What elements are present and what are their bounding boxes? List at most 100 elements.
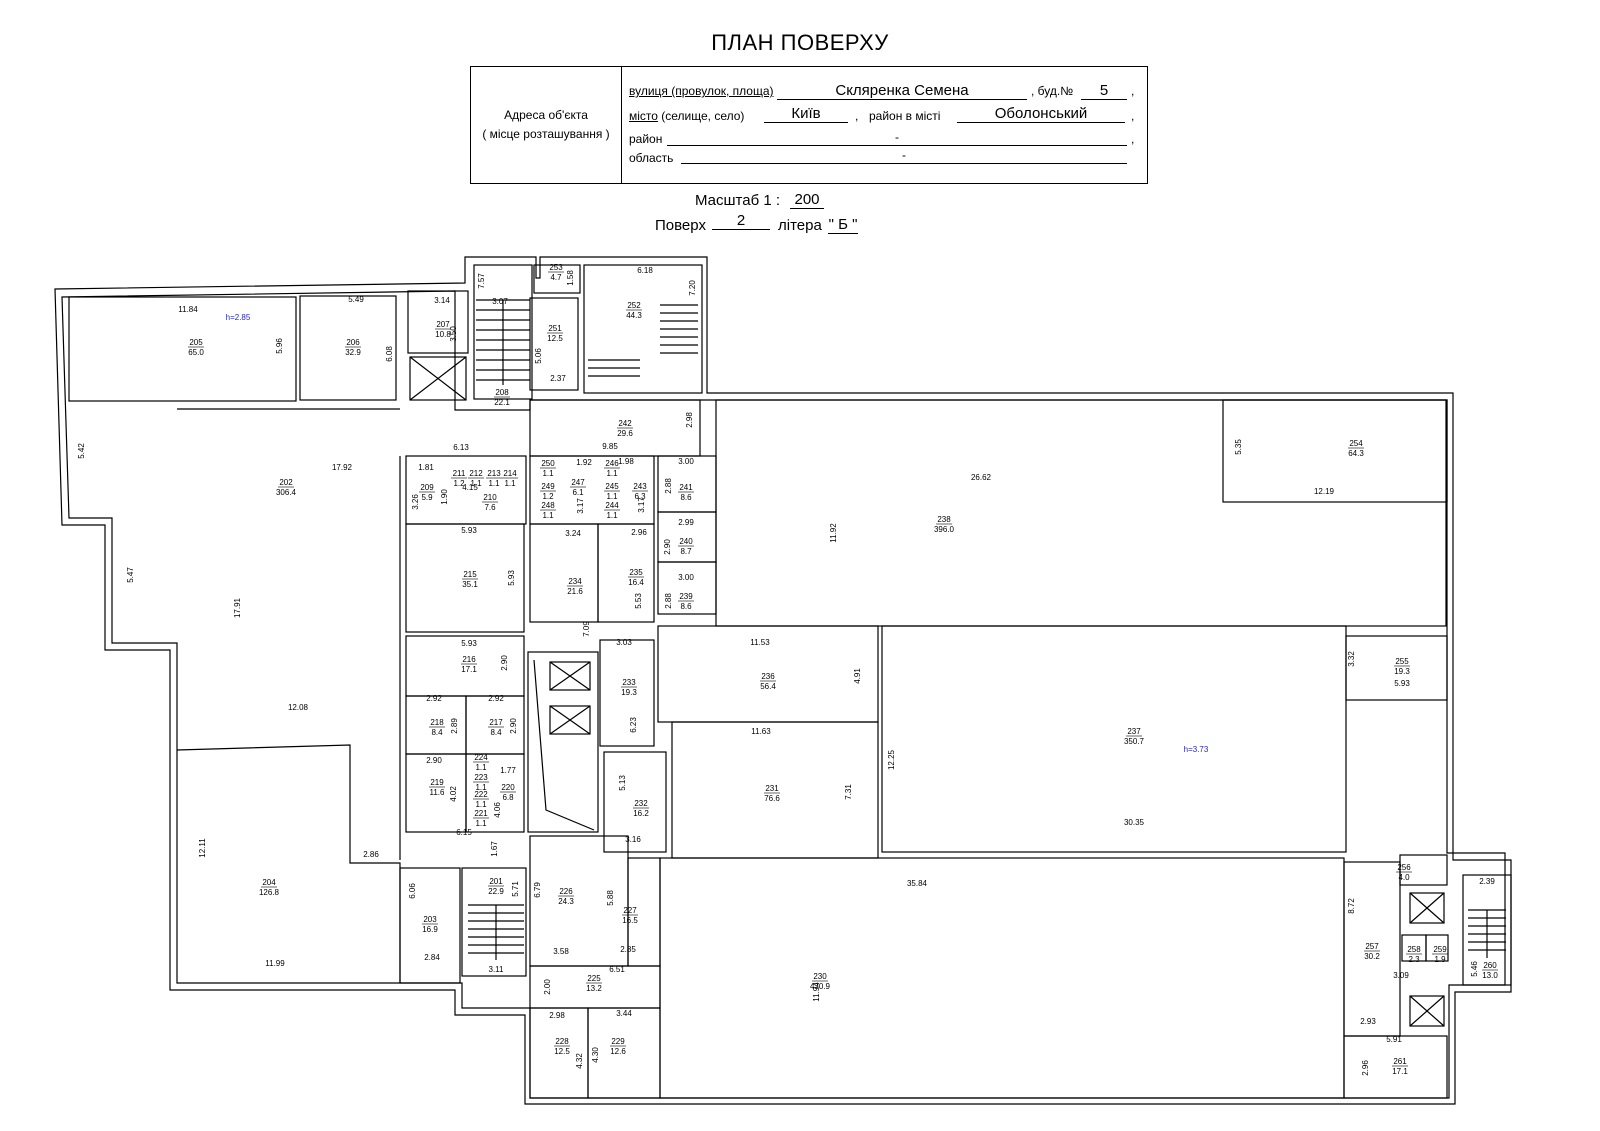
city-district-label: район в місті xyxy=(869,109,941,123)
dimension-label: 5.93 xyxy=(461,639,477,648)
dimension-label: 1.77 xyxy=(500,766,516,775)
room-area-250: 1.1 xyxy=(542,469,554,478)
dimension-label: 6.23 xyxy=(629,717,638,733)
room-235 xyxy=(597,523,655,623)
room-area-205: 65.0 xyxy=(188,348,204,357)
address-label-line-1: Адреса об'єкта xyxy=(504,108,588,122)
ceiling-height-label: h=3.73 xyxy=(1184,745,1209,754)
dimension-label: 3.26 xyxy=(411,494,420,510)
room-area-215: 35.1 xyxy=(462,580,478,589)
dimension-label: 6.15 xyxy=(456,828,472,837)
room-number-235: 235 xyxy=(629,568,643,577)
room-number-234: 234 xyxy=(568,577,582,586)
room-area-209: 5.9 xyxy=(421,493,433,502)
dimension-label: 6.18 xyxy=(637,266,653,275)
dimension-label: 6.13 xyxy=(453,443,469,452)
room-area-256: 4.0 xyxy=(1398,873,1410,882)
dimension-label: 2.98 xyxy=(549,1011,565,1020)
room-area-207: 10.8 xyxy=(435,330,451,339)
dimension-label: 5.71 xyxy=(511,881,520,897)
dimension-label: 11.99 xyxy=(265,959,285,968)
room-254 xyxy=(1222,399,1448,503)
room-area-226: 24.3 xyxy=(558,897,574,906)
room-area-202: 306.4 xyxy=(276,488,297,497)
room-number-241: 241 xyxy=(679,483,693,492)
room-area-230: 430.9 xyxy=(810,982,831,991)
dimension-label: 3.17 xyxy=(576,498,585,514)
dimension-label: 12.08 xyxy=(288,703,309,712)
dimension-label: 2.99 xyxy=(678,518,694,527)
room-area-204: 126.8 xyxy=(259,888,280,897)
street-value: Скляренка Семена xyxy=(777,83,1027,100)
dimension-label: 2.85 xyxy=(620,945,636,954)
dimension-label: 17.92 xyxy=(332,463,353,472)
stairs-top xyxy=(476,299,530,385)
walls xyxy=(54,256,1512,1105)
room-area-221: 1.1 xyxy=(475,819,487,828)
dimension-label: 11.63 xyxy=(751,727,771,736)
room-number-214: 214 xyxy=(503,469,517,478)
room-area-222: 1.1 xyxy=(475,800,487,809)
room-area-247: 6.1 xyxy=(572,488,584,497)
room-number-215: 215 xyxy=(463,570,477,579)
dimension-label: 5.47 xyxy=(126,567,135,583)
dimension-label: 3.11 xyxy=(489,965,505,974)
room-area-233: 19.3 xyxy=(621,688,637,697)
elevator-2 xyxy=(549,661,591,691)
dimension-label: 5.96 xyxy=(275,338,284,354)
room-number-245: 245 xyxy=(605,482,619,491)
dimension-label: 2.00 xyxy=(543,979,552,995)
dimension-label: 1.92 xyxy=(576,458,592,467)
dimension-label: 2.92 xyxy=(426,694,442,703)
letter-label: літера xyxy=(778,217,822,234)
address-label-line-2: ( місце розташування ) xyxy=(482,127,610,141)
room-area-254: 64.3 xyxy=(1348,449,1364,458)
elevator-1 xyxy=(409,356,467,401)
dimension-label: 5.93 xyxy=(1394,679,1410,688)
dimension-label: 3.32 xyxy=(1347,651,1356,667)
room-203 xyxy=(399,867,461,984)
room-area-219: 11.6 xyxy=(430,788,446,797)
room-area-240: 8.7 xyxy=(680,547,692,556)
dimension-label: 3.17 xyxy=(637,497,646,513)
room-number-210: 210 xyxy=(483,493,497,502)
dimension-label: 17.91 xyxy=(233,597,242,618)
dimension-label: 7.57 xyxy=(477,273,486,289)
dimension-label: 6.79 xyxy=(533,882,542,898)
floor-value: 2 xyxy=(712,213,770,230)
dimension-label: 5.13 xyxy=(618,775,627,791)
room-area-223: 1.1 xyxy=(475,783,487,792)
dimension-label: 2.86 xyxy=(363,850,379,859)
room-number-212: 212 xyxy=(469,469,483,478)
room-234 xyxy=(529,523,599,623)
dimension-label: 4.91 xyxy=(853,668,862,684)
building-value: 5 xyxy=(1081,83,1127,100)
dimension-label: 2.89 xyxy=(450,718,459,734)
room-area-238: 396.0 xyxy=(934,525,955,534)
dimension-label: 6.08 xyxy=(385,346,394,362)
room-220 xyxy=(465,753,525,833)
room-number-203: 203 xyxy=(423,915,437,924)
room-number-207: 207 xyxy=(436,320,450,329)
street-label: вулиця (провулок, площа) xyxy=(629,84,774,98)
dimension-label: 9.85 xyxy=(602,442,618,451)
room-232 xyxy=(603,751,667,853)
dimension-label: 5.06 xyxy=(534,348,543,364)
dimension-label: 30.35 xyxy=(1124,818,1145,827)
room-255 xyxy=(1345,635,1448,701)
room-area-203: 16.9 xyxy=(422,925,438,934)
room-number-261: 261 xyxy=(1393,1057,1407,1066)
room-number-205: 205 xyxy=(189,338,203,347)
city-district-value: Оболонський xyxy=(957,106,1125,123)
room-number-251: 251 xyxy=(548,324,562,333)
room-area-258: 2.3 xyxy=(1408,955,1420,964)
room-number-248: 248 xyxy=(541,501,555,510)
dimension-label: 4.15 xyxy=(462,483,478,492)
room-area-255: 19.3 xyxy=(1394,667,1410,676)
scale-label: Масштаб 1 : xyxy=(695,192,781,209)
room-number-213: 213 xyxy=(487,469,501,478)
room-252 xyxy=(583,264,703,394)
plan-labels: 20565.020632.920710.820822.125112.52534.… xyxy=(77,263,1498,1076)
dimension-label: 2.84 xyxy=(424,953,440,962)
dimension-label: 1.81 xyxy=(418,463,434,472)
